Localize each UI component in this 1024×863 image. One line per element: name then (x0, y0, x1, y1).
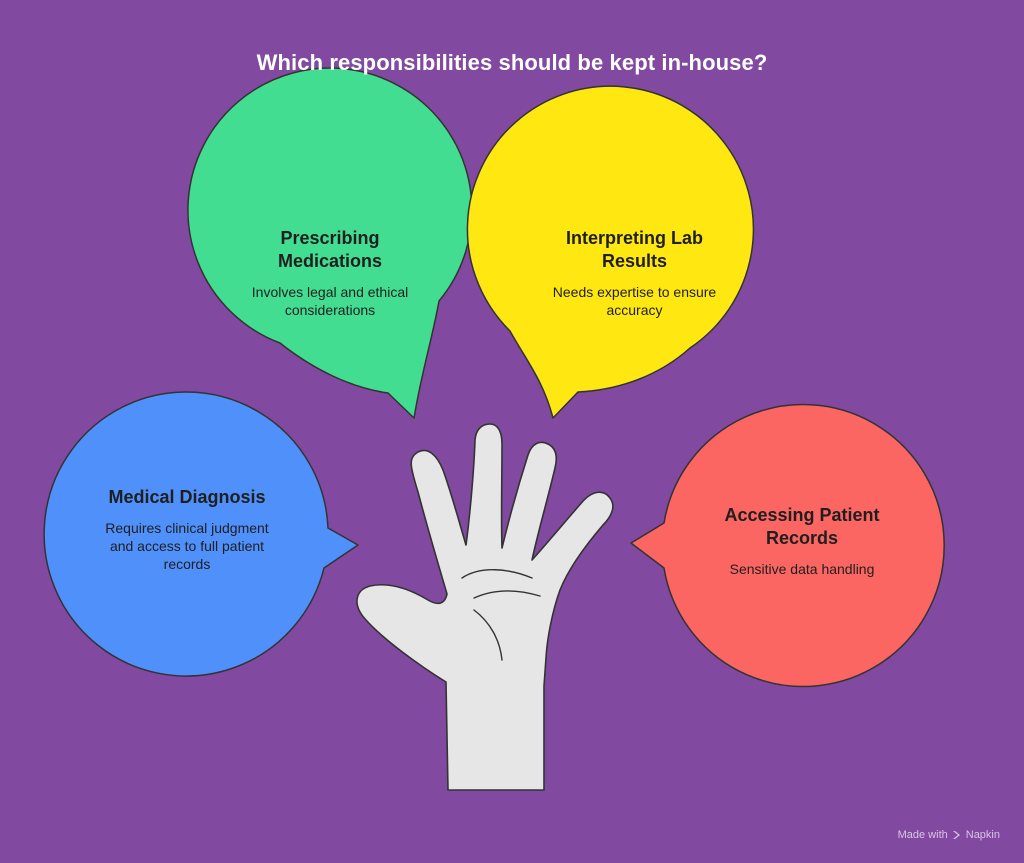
bubble-heading: Prescribing Medications (277, 228, 383, 271)
bubble-heading: Accessing Patient Records (724, 505, 880, 548)
bubble-description: Involves legal and ethical consideration… (251, 284, 409, 318)
bubble-text-prescribing-medications: Prescribing Medications Involves legal a… (235, 227, 425, 319)
napkin-logo-icon (952, 831, 960, 839)
bubble-description: Sensitive data handling (729, 561, 875, 577)
palm-line-top (461, 569, 533, 579)
made-with-napkin-footer: Made with Napkin (898, 829, 1000, 841)
bubble-description: Needs expertise to ensure accuracy (552, 284, 717, 318)
footer-prefix: Made with (897, 829, 948, 841)
palm-line-middle (473, 590, 541, 599)
hand-shape (356, 423, 614, 791)
bubble-medical-diagnosis (43, 391, 359, 677)
footer-brand: Napkin (965, 829, 1000, 841)
page-title: Which responsibilities should be kept in… (256, 50, 768, 75)
bubble-text-interpreting-lab-results: Interpreting Lab Results Needs expertise… (542, 227, 727, 319)
bubble-description: Requires clinical judgment and access to… (105, 520, 269, 572)
bubble-heading: Medical Diagnosis (108, 487, 266, 507)
bubble-accessing-patient-records (630, 403, 945, 688)
bubble-prescribing-medications (187, 67, 473, 419)
bubble-interpreting-lab-results (466, 85, 755, 419)
hand-icon (356, 423, 614, 791)
bubble-text-medical-diagnosis: Medical Diagnosis Requires clinical judg… (98, 486, 276, 573)
bubble-text-accessing-patient-records: Accessing Patient Records Sensitive data… (702, 504, 902, 578)
palm-line-life (473, 609, 503, 661)
bubble-heading: Interpreting Lab Results (565, 228, 703, 271)
